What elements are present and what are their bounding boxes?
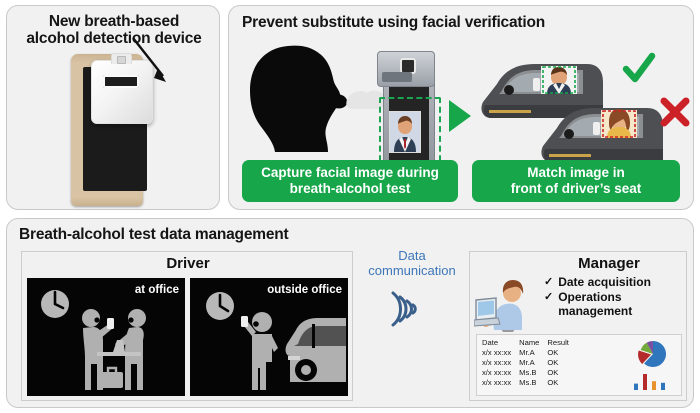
red-x-icon	[660, 97, 690, 127]
check-item: ✓ Date acquisition	[544, 275, 686, 290]
cell-result: OK	[547, 348, 559, 357]
driver-heading: Driver	[166, 255, 210, 272]
cell-result: OK	[547, 378, 559, 388]
cell-result: OK	[547, 358, 559, 368]
test-records-table-area: Date Name Result x/x xx:xx Mr.A OK	[477, 335, 628, 395]
scene-at-office: at office	[27, 278, 185, 396]
panel-data-management: Breath-alcohol test data management Driv…	[6, 218, 694, 408]
cell-date: x/x xx:xx	[482, 368, 512, 378]
kiosk-sensor-head	[377, 51, 435, 87]
cell-name: Mr.A	[519, 348, 535, 357]
breath-puff-icon	[346, 90, 386, 110]
scene-label-outside-office: outside office	[267, 284, 342, 296]
check-item-label: Date acquisition	[558, 275, 651, 289]
data-communication-label: Data communication	[368, 248, 456, 278]
cell-date: x/x xx:xx	[482, 348, 512, 357]
cell-date: x/x xx:xx	[482, 378, 512, 388]
table-row: x/x xx:xx Mr.A OK	[482, 348, 577, 358]
head-silhouette-icon	[250, 45, 348, 152]
banner-match-image: Match image in front of driver’s seat	[472, 160, 680, 202]
green-right-arrow-icon	[449, 100, 471, 132]
facial-panel-title: Prevent substitute using facial verifica…	[242, 14, 546, 31]
pointer-arrow-icon	[132, 37, 166, 82]
device-panel-title: New breath-based alcohol detection devic…	[26, 13, 202, 48]
breathalyzer-attachment	[91, 53, 153, 124]
table-header-row: Date Name Result	[482, 338, 577, 348]
data-panel-title: Breath-alcohol test data management	[19, 226, 289, 243]
panel-facial-verification: Prevent substitute using facial verifica…	[228, 5, 694, 210]
cell-name: Mr.A	[519, 358, 535, 368]
check-icon: ✓	[544, 290, 554, 303]
captured-face-photo	[389, 111, 421, 153]
check-icon: ✓	[544, 276, 554, 288]
cell-result: OK	[547, 368, 559, 378]
check-item-label: Operations management	[558, 289, 633, 318]
test-records-card: Date Name Result x/x xx:xx Mr.A OK	[476, 334, 682, 396]
table-row: x/x xx:xx Ms.B OK	[482, 378, 577, 388]
test-records-table: Date Name Result x/x xx:xx Mr.A OK	[482, 338, 577, 388]
panel-new-device: New breath-based alcohol detection devic…	[6, 5, 220, 210]
car-with-verified-driver	[481, 64, 603, 118]
column-header-date: Date	[482, 338, 499, 347]
manager-heading: Manager	[578, 255, 640, 272]
check-item: ✓ Operations management	[544, 289, 686, 319]
breathalyzer-window	[103, 75, 139, 88]
table-row: x/x xx:xx Mr.A OK	[482, 358, 577, 368]
breathalyzer-mouthpiece-icon	[117, 56, 126, 64]
scene-outside-office: outside office	[190, 278, 348, 396]
outside-office-test-illustration	[190, 278, 348, 396]
manager-checklist: ✓ Date acquisition ✓ Operations manageme…	[544, 275, 686, 320]
bar-chart-icon	[634, 374, 665, 390]
pie-chart-icon	[638, 341, 666, 367]
male-portrait-icon	[390, 112, 420, 152]
cell-name: Ms.B	[519, 368, 537, 378]
cell-date: x/x xx:xx	[482, 358, 512, 368]
driver-section: Driver	[21, 251, 353, 401]
table-row: x/x xx:xx Ms.B OK	[482, 368, 577, 378]
charts-area	[628, 335, 681, 395]
office-test-illustration	[27, 278, 185, 396]
breathalyzer-kiosk-icon	[377, 51, 441, 171]
car-with-rejected-driver	[541, 108, 663, 162]
green-check-icon	[622, 52, 656, 83]
scene-label-at-office: at office	[134, 284, 179, 296]
manager-section: Manager ✓ Dat	[469, 251, 687, 401]
column-header-result: Result	[547, 338, 569, 347]
wireless-signal-icon	[391, 291, 417, 327]
kiosk-mouthpiece-icon	[382, 72, 412, 82]
device-photo	[63, 53, 153, 206]
banner-capture-facial-image: Capture facial image during breath-alcoh…	[242, 160, 458, 202]
column-header-name: Name	[519, 338, 540, 347]
manager-at-computer-icon	[474, 280, 524, 332]
cell-name: Ms.B	[519, 378, 537, 388]
